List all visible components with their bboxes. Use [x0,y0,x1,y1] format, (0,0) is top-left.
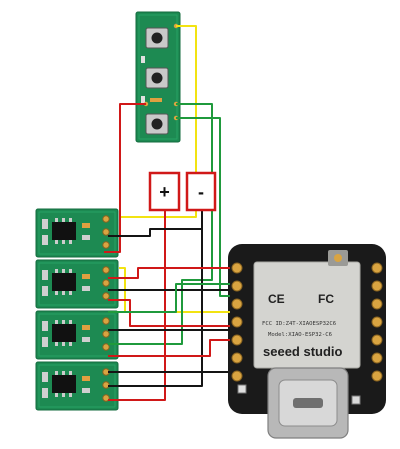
esp-pad-left-1 [231,262,243,274]
sensor-chip [52,375,76,393]
esp-model-text: Model:XIAO-ESP32-C6 [268,332,332,338]
wire-green-s3 [108,283,230,313]
wire-yellow-1 [119,25,197,218]
wire-red-plus [108,211,166,401]
ce-mark: CE [268,292,285,306]
esp-pad-right-4 [371,316,383,328]
esp-pad-right-1 [371,262,383,274]
wire-red-s2 [108,267,230,279]
wire-green-2 [108,103,213,345]
sensor-pin [102,215,110,223]
sensor-chip [52,273,76,291]
sensor-pin [102,292,110,300]
sensor-board-3 [35,310,119,360]
wire-black-minus [108,211,203,387]
sensor-board-stack [35,208,119,411]
esp-pad-left-7 [231,370,243,382]
sensor-pin [102,317,110,325]
sensor-pin [102,228,110,236]
esp-pad-left-4 [231,316,243,328]
esp-pad-left-2 [231,280,243,292]
sensor-pin [102,266,110,274]
sensor-pin [102,394,110,402]
sensor-board-1 [35,208,119,258]
sensor-pin [102,241,110,249]
wire-green-1 [176,117,230,297]
esp-pad-left-6 [231,352,243,364]
fcc-mark: FC [318,292,334,306]
sensor-board-4 [35,361,119,411]
esp-pad-left-5 [231,334,243,346]
esp-fcc-id: FCC ID:Z4T-XIAOESP32C6 [262,321,336,327]
wire-black-s1 [108,228,202,237]
sensor-pin [102,330,110,338]
esp-pad-right-3 [371,298,383,310]
wire-red-button [104,103,146,253]
sensor-pin [102,279,110,287]
sensor-chip [52,222,76,240]
push-button-1[interactable] [145,27,169,49]
esp-pad-right-5 [371,334,383,346]
button-board [135,11,181,143]
esp-pad-left-3 [231,298,243,310]
esp-pad-right-2 [371,280,383,292]
esp-pad-right-6 [371,352,383,364]
minus-label: - [198,182,204,202]
minus-terminal: - [185,171,217,212]
sensor-board-2 [35,259,119,309]
push-button-2[interactable] [145,67,169,89]
esp-pin-pads [231,262,383,382]
usb-c-port [267,367,349,439]
push-button-3[interactable] [145,113,169,135]
wires [104,25,230,401]
plus-terminal: + [148,171,181,212]
plus-label: + [159,182,170,202]
xiao-esp32-board: CE FC FCC ID:Z4T-XIAOESP32C6 Model:XIAO-… [228,244,386,439]
sensor-chip [52,324,76,342]
sensor-pin [102,343,110,351]
esp-pad-right-7 [371,370,383,382]
wire-red-s4 [108,339,230,357]
esp-brand-text: seeed studio [263,344,343,359]
